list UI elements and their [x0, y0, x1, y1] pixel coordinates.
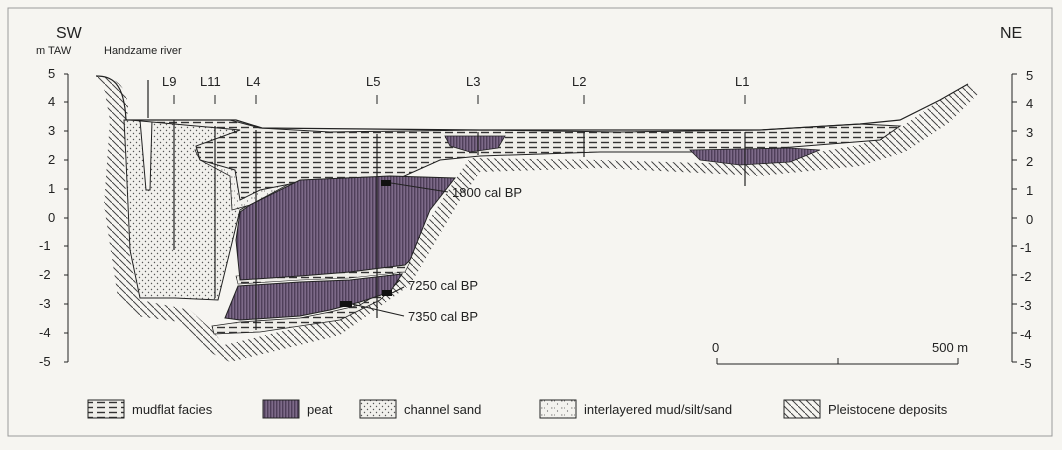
right-tick-label: 2 [1026, 154, 1033, 169]
borehole-label-l9: L9 [162, 74, 176, 89]
sw-label: SW [56, 25, 83, 42]
mudflat-facies-base [211, 279, 401, 335]
legend-swatch-peat [262, 399, 300, 419]
left-axis: 5 4 3 2 1 0 -1 -2 -3 -4 -5 [39, 66, 69, 369]
legend-label-interlayered: interlayered mud/silt/sand [584, 402, 732, 417]
right-tick-label: -5 [1020, 356, 1032, 371]
left-tick-label: 4 [48, 94, 55, 109]
right-tick-label: 4 [1026, 96, 1033, 111]
boreholes: L9 L11 L4 L5 L3 L2 L1 [162, 74, 749, 330]
right-tick-label: -2 [1020, 269, 1032, 284]
peat-lens-l3 [444, 135, 506, 153]
legend-swatch-pleistocene [783, 399, 821, 419]
right-tick-label: 0 [1026, 212, 1033, 227]
right-tick-label: 5 [1026, 68, 1033, 83]
legend-label-channel-sand: channel sand [404, 402, 481, 417]
ne-label: NE [1000, 25, 1022, 42]
peat-lens-l1 [689, 147, 821, 166]
legend-swatch-mudflat [87, 399, 125, 419]
ground-surface [95, 75, 969, 131]
sample-7250 [382, 290, 392, 296]
borehole-label-l2: L2 [572, 74, 586, 89]
right-tick-label: -1 [1020, 240, 1032, 255]
left-tick-label: -3 [39, 296, 51, 311]
date-label-7350: 7350 cal BP [408, 309, 478, 324]
leader-7350 [351, 303, 405, 317]
scale-end: 500 m [932, 340, 968, 355]
legend-label-mudflat: mudflat facies [132, 402, 213, 417]
right-tick-label: -3 [1020, 298, 1032, 313]
legend-swatch-channel-sand [359, 399, 397, 419]
scale-start: 0 [712, 340, 719, 355]
left-tick-label: -2 [39, 267, 51, 282]
left-tick-label: -1 [39, 238, 51, 253]
left-tick-label: -4 [39, 325, 51, 340]
borehole-label-l3: L3 [466, 74, 480, 89]
left-tick-label: 0 [48, 210, 55, 225]
leader-7250 [391, 286, 405, 294]
left-tick-label: -5 [39, 354, 51, 369]
legend-label-peat: peat [307, 402, 333, 417]
peat-main [235, 175, 457, 281]
left-tick-label: 3 [48, 123, 55, 138]
legend-swatch-interlayered [539, 399, 577, 419]
borehole-label-l5: L5 [366, 74, 380, 89]
right-tick-label: 1 [1026, 183, 1033, 198]
river-label: Handzame river [104, 45, 182, 57]
legend-label-pleistocene: Pleistocene deposits [828, 402, 948, 417]
scale-bar: 0 500 m [712, 340, 968, 365]
borehole-label-l1: L1 [735, 74, 749, 89]
sample-1800 [381, 180, 391, 186]
right-tick-label: -4 [1020, 327, 1032, 342]
left-tick-label: 2 [48, 152, 55, 167]
sample-7350 [340, 301, 352, 307]
date-label-7250: 7250 cal BP [408, 278, 478, 293]
date-label-1800: 1800 cal BP [452, 185, 522, 200]
left-tick-label: 5 [48, 66, 55, 81]
left-tick-label: 1 [48, 181, 55, 196]
leader-1800 [390, 182, 449, 193]
peat-lower [224, 273, 404, 321]
unit-label: m TAW [36, 45, 72, 57]
legend: mudflat facies peat channel sand interla… [87, 399, 948, 419]
borehole-label-l11: L11 [200, 74, 221, 89]
borehole-label-l4: L4 [246, 74, 260, 89]
right-tick-label: 3 [1026, 125, 1033, 140]
right-axis: 5 4 3 2 1 0 -1 -2 -3 -4 -5 [1011, 68, 1033, 371]
